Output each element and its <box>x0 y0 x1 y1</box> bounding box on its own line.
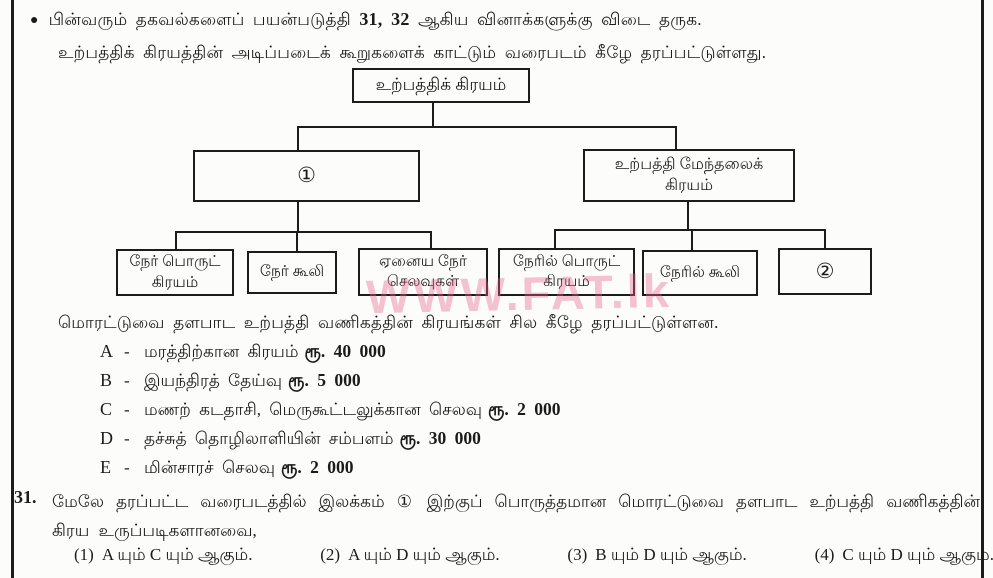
flowchart-box-indirect-wages: நேரில் கூலி <box>642 250 758 296</box>
connector-leaf6-stub <box>824 230 826 248</box>
connector-leaf3-stub <box>430 232 432 248</box>
cost-item-sep: - <box>124 458 130 477</box>
connector-overhead-down <box>687 202 689 230</box>
option-2-number: (2) <box>320 545 341 564</box>
question-number: 31. <box>14 487 37 507</box>
question-31: 31. மேலே தரப்பட்ட வரைபடத்தில் இலக்கம் ① … <box>14 487 993 564</box>
intro-line-2: உற்பத்திக் கிரயத்தின் அடிப்படைக் கூறுகளை… <box>58 43 767 62</box>
page-right-border <box>981 0 984 578</box>
costs-intro: மொரட்டுவை தளபாட உற்பத்தி வணிகத்தின் கிரய… <box>58 313 719 332</box>
cost-item-desc: மணற் கடதாசி, மெருகூட்டலுக்கான செலவு <box>144 400 482 419</box>
connector-node1-feed <box>297 127 299 150</box>
cost-item-amount: ரூ. 2 000 <box>281 457 354 477</box>
cost-item-amount: ரூ. 2 000 <box>488 399 561 419</box>
cost-item-A: A-மரத்திற்கான கிரயம் ரூ. 40 000 <box>100 341 561 370</box>
cost-item-label: D <box>100 428 113 448</box>
flowchart-box-direct-material: நேர் பொருட் கிரயம் <box>116 249 234 296</box>
connector-node1-down <box>297 202 299 232</box>
cost-item-amount: ரூ. 30 000 <box>399 428 481 448</box>
connector-leaf5-stub <box>691 230 693 250</box>
intro-line1-pre: பின்வரும் தகவல்களைப் பயன்படுத்தி <box>48 10 360 29</box>
flowchart-box-blank-1: ① <box>193 150 420 202</box>
cost-item-sep: - <box>124 342 130 361</box>
intro-line1-post: ஆகிய வினாக்களுக்கு விடை தருக. <box>409 10 702 29</box>
flowchart-box-production-cost: உற்பத்திக் கிரயம் <box>352 68 530 103</box>
connector-root-down <box>432 103 434 127</box>
option-4-number: (4) <box>814 545 835 564</box>
connector-leaf4-stub <box>554 230 556 248</box>
bullet-icon: ● <box>30 13 39 28</box>
intro-question-numbers: 31, 32 <box>359 9 410 29</box>
option-1-text: A யும் C யும் ஆகும். <box>101 545 253 564</box>
option-4: (4) C யும் D யும் ஆகும். <box>815 545 993 567</box>
cost-item-label: A <box>100 341 113 361</box>
cost-item-sep: - <box>124 429 130 448</box>
connector-left-distributor <box>175 231 432 233</box>
cost-item-D: D-தச்சுத் தொழிலாளியின் சம்பளம் ரூ. 30 000 <box>100 428 561 457</box>
connector-overhead-feed <box>675 127 677 149</box>
connector-level1-h <box>297 126 677 128</box>
cost-item-list: A-மரத்திற்கான கிரயம்ரூ. 40 000 B-இயந்திர… <box>100 341 561 486</box>
option-2-text: A யும் D யும் ஆகும். <box>348 545 500 564</box>
cost-item-label: B <box>100 370 113 390</box>
option-4-text: C யும் D யும் ஆகும். <box>842 545 993 564</box>
option-3-number: (3) <box>567 545 588 564</box>
cost-item-desc: இயந்திரத் தேய்வு <box>144 371 283 390</box>
flowchart-box-blank-2: ② <box>778 248 872 295</box>
connector-leaf1-stub <box>175 232 177 249</box>
connector-right-distributor <box>554 229 826 231</box>
flowchart-box-direct-wages: நேர் கூலி <box>247 251 337 294</box>
cost-item-desc: மரத்திற்கான கிரயம் <box>144 342 299 361</box>
option-3: (3) B யும் D யும் ஆகும். <box>567 545 746 567</box>
cost-item-desc: தச்சுத் தொழிலாளியின் சம்பளம் <box>144 429 394 448</box>
cost-item-label: C <box>100 399 113 419</box>
cost-item-B: B-இயந்திரத் தேய்வு ரூ. 5 000 <box>100 370 561 399</box>
cost-item-sep: - <box>124 371 130 390</box>
cost-item-label: E <box>100 457 111 477</box>
option-2: (2) A யும் D யும் ஆகும். <box>320 545 499 567</box>
question-options: (1) A யும் C யும் ஆகும். (2) A யும் D யும்… <box>74 545 993 567</box>
cost-item-amount: ரூ. 5 000 <box>288 370 361 390</box>
flowchart-box-indirect-material: நேரில் பொருட் கிரயம் <box>498 248 635 296</box>
question-text: மேலே தரப்பட்ட வரைபடத்தில் இலக்கம் ① இற்க… <box>52 492 980 540</box>
cost-item-amount: ரூ. 40 000 <box>304 341 386 361</box>
option-3-text: B யும் D யும் ஆகும். <box>595 545 747 564</box>
cost-item-C: C-மணற் கடதாசி, மெருகூட்டலுக்கான செலவு ரூ.… <box>100 399 561 428</box>
cost-item-desc: மின்சாரச் செலவு <box>144 458 275 477</box>
page-left-border <box>11 0 14 578</box>
cost-item-E: E-மின்சாரச் செலவு ரூ. 2 000 <box>100 457 561 486</box>
flowchart-box-production-overhead: உற்பத்தி மேந்தலைக் கிரயம் <box>583 149 795 202</box>
option-1: (1) A யும் C யும் ஆகும். <box>74 545 252 567</box>
option-1-number: (1) <box>74 545 94 564</box>
cost-item-sep: - <box>124 400 130 419</box>
flowchart-box-other-direct-expenses: ஏனைய நேர் செலவுகள் <box>358 248 488 296</box>
connector-leaf2-stub <box>296 232 298 251</box>
intro-line-1: ● பின்வரும் தகவல்களைப் பயன்படுத்தி 31, 32… <box>30 9 702 32</box>
